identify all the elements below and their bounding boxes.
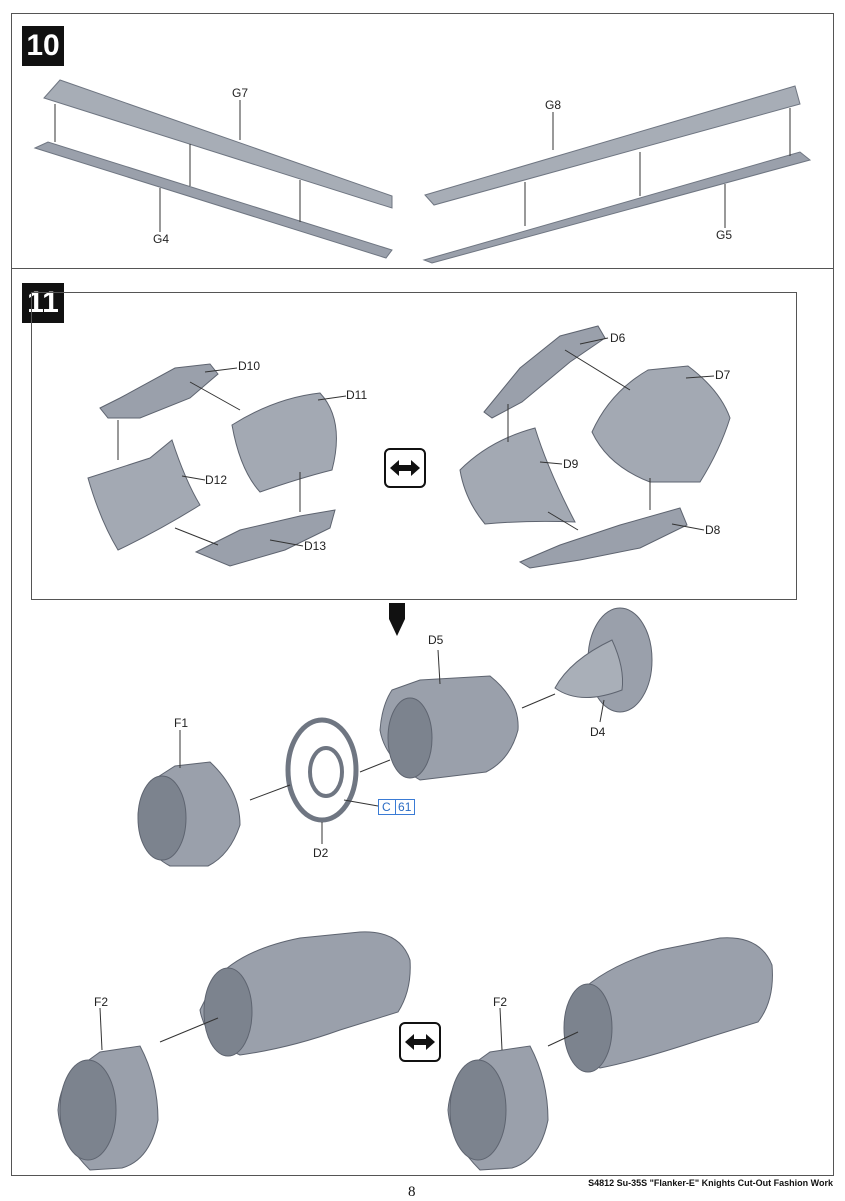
part-f2-right-rim: [449, 1059, 507, 1161]
callout-number: 61: [395, 800, 412, 814]
label-g5: G5: [716, 228, 733, 242]
engine-left-nozzle: [203, 967, 253, 1057]
part-f2-left-rim: [59, 1059, 117, 1161]
step-11-number: 11: [22, 283, 64, 323]
label-f2-left: F2: [94, 995, 109, 1009]
part-d4-cone: [554, 639, 623, 699]
label-d9: D9: [563, 457, 579, 471]
part-d13: [194, 509, 336, 567]
footer-caption: S4812 Su-35S "Flanker-E" Knights Cut-Out…: [588, 1178, 833, 1188]
part-g8-strip: [424, 85, 801, 206]
label-d6: D6: [610, 331, 626, 345]
part-g5-strip: [422, 151, 812, 264]
label-d4: D4: [590, 725, 606, 739]
part-d9: [459, 427, 576, 525]
label-g7: G7: [232, 86, 249, 100]
part-d7: [591, 365, 731, 483]
label-d7: D7: [715, 368, 731, 382]
down-arrow-icon: [389, 603, 405, 636]
part-d12: [87, 439, 201, 551]
label-d5: D5: [428, 633, 444, 647]
step-11-subassembly-frame: [31, 292, 797, 600]
label-g8: G8: [545, 98, 562, 112]
label-f1: F1: [174, 716, 189, 730]
part-f1-rim: [137, 775, 187, 861]
part-d2-inner: [308, 746, 344, 798]
label-d13: D13: [304, 539, 327, 553]
part-d8: [518, 507, 688, 569]
part-d10: [99, 363, 219, 419]
part-d5-rim: [387, 697, 433, 779]
double-arrow-icon: [384, 448, 426, 488]
callout-c61: C 61: [378, 799, 416, 815]
engine-right-nozzle: [563, 983, 613, 1073]
label-d8: D8: [705, 523, 721, 537]
part-d6: [483, 325, 606, 419]
page-number: 8: [408, 1184, 416, 1200]
callout-part: C: [382, 800, 391, 814]
label-d10: D10: [238, 359, 261, 373]
step-10-number: 10: [22, 26, 64, 66]
part-g4-strip: [33, 141, 393, 259]
part-g7-strip: [43, 79, 393, 209]
label-d2: D2: [313, 846, 329, 860]
engine-right-body: [565, 937, 773, 1069]
label-g4: G4: [153, 232, 170, 246]
double-arrow-icon: [399, 1022, 441, 1062]
part-d2-ring: [285, 717, 359, 823]
label-f2-right: F2: [493, 995, 508, 1009]
step-11-frame: [11, 268, 834, 1176]
part-d11: [231, 392, 337, 493]
label-d11: D11: [346, 388, 368, 402]
label-d12: D12: [205, 473, 228, 487]
